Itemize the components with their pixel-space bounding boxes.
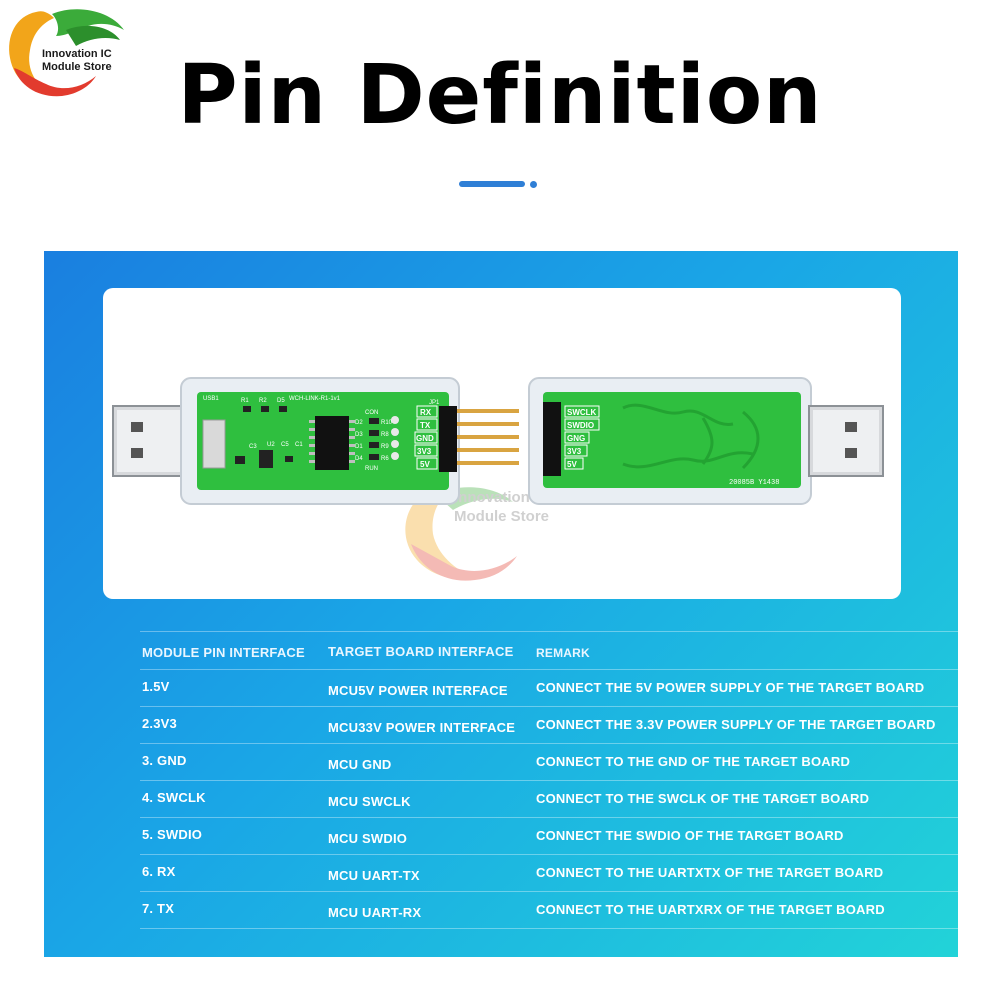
left-pin-tx-label: TX: [420, 421, 431, 430]
left-pin-rx-label: RX: [420, 408, 432, 417]
usb-plug-left: [112, 405, 190, 477]
product-photo-illustration: Innovation IC Module Store: [112, 377, 884, 581]
pin-table: MODULE PIN INTERFACE TARGET BOARD INTERF…: [44, 251, 960, 957]
silk-part-c1: C1: [295, 442, 303, 448]
title-accent-dot: [530, 181, 537, 188]
silk-jp-label: JP1: [429, 400, 440, 406]
row-7-remark: CONNECT TO THE UARTXRX OF THE TARGET BOA…: [536, 902, 885, 917]
store-logo: Innovation IC Module Store: [6, 6, 126, 98]
row-6-remark: CONNECT TO THE UARTXTX OF THE TARGET BOA…: [536, 865, 884, 880]
table-divider: [140, 631, 960, 632]
pin-definition-panel: Innovation IC Module Store: [44, 251, 960, 957]
row-1-pin: 1.5V: [142, 679, 170, 694]
silk-part-c5: C5: [281, 442, 289, 448]
silk-con-label: CON: [365, 410, 378, 416]
table-divider: [140, 854, 960, 855]
left-pin-3v3-label: 3V3: [417, 447, 432, 456]
row-7-pin: 7. TX: [142, 901, 175, 916]
page-title: Pin Definition: [177, 48, 823, 143]
pin-header: [439, 406, 519, 472]
left-pin-gnd-label: GND: [416, 434, 434, 443]
row-2-target: MCU33V POWER INTERFACE: [328, 720, 516, 735]
row-4-target: MCU SWCLK: [328, 794, 411, 809]
silk-run-label: RUN: [365, 466, 378, 472]
silk-usb-label: USB1: [203, 396, 219, 402]
row-6-pin: 6. RX: [142, 864, 176, 879]
row-1-target: MCU5V POWER INTERFACE: [328, 683, 508, 698]
table-divider: [140, 743, 960, 744]
store-logo-icon: [9, 9, 124, 97]
silk-res-r8: R8: [381, 432, 389, 438]
table-divider: [140, 669, 960, 670]
product-photo: Innovation IC Module Store: [103, 288, 901, 599]
watermark-line-1: Innovation IC: [454, 489, 549, 506]
row-5-pin: 5. SWDIO: [142, 827, 203, 842]
row-7-target: MCU UART-RX: [328, 905, 422, 920]
silk-led-d1: D1: [355, 444, 363, 450]
row-2-pin: 2.3V3: [142, 716, 177, 731]
silk-part-d5: D5: [277, 398, 285, 404]
row-1-remark: CONNECT THE 5V POWER SUPPLY OF THE TARGE…: [536, 680, 925, 695]
row-3-remark: CONNECT TO THE GND OF THE TARGET BOARD: [536, 754, 851, 769]
row-4-remark: CONNECT TO THE SWCLK OF THE TARGET BOARD: [536, 791, 870, 806]
right-board-code: 20085B Y1438: [729, 479, 779, 487]
target-adapter-module: SWCLK SWDIO GNG 3V3 5V 20085B Y1438: [528, 377, 884, 505]
table-divider: [140, 891, 960, 892]
silk-part-r2: R2: [259, 398, 267, 404]
header-remark: REMARK: [536, 646, 590, 660]
wch-link-module: WCH-LINK-R1-1v1 USB1 R1 R2 D5 C3 U2 C5 C…: [112, 377, 519, 505]
watermark-logo: Innovation IC Module Store: [405, 487, 549, 581]
right-pin-3v3-label: 3V3: [567, 447, 582, 456]
usb-plug-right: [808, 405, 884, 477]
silk-res-r6: R6: [381, 456, 389, 462]
row-3-pin: 3. GND: [142, 753, 187, 768]
silk-part-u2: U2: [267, 442, 275, 448]
right-pin-swclk-label: SWCLK: [567, 408, 597, 417]
right-pin-5v-label: 5V: [567, 460, 577, 469]
silk-res-r10: R10: [381, 420, 393, 426]
left-pin-5v-label: 5V: [420, 460, 430, 469]
silk-led-d4: D4: [355, 456, 363, 462]
silk-res-r9: R9: [381, 444, 389, 450]
silk-led-d2: D2: [355, 420, 363, 426]
table-divider: [140, 928, 960, 929]
table-divider: [140, 706, 960, 707]
watermark-line-2: Module Store: [454, 508, 549, 525]
silk-board-name: WCH-LINK-R1-1v1: [289, 396, 341, 402]
title-accent-bar: [459, 181, 525, 187]
right-pin-swdio-label: SWDIO: [567, 421, 594, 430]
row-4-pin: 4. SWCLK: [142, 790, 206, 805]
right-pin-gng-label: GNG: [567, 434, 585, 443]
row-3-target: MCU GND: [328, 757, 392, 772]
row-5-target: MCU SWDIO: [328, 831, 408, 846]
header-module-pin: MODULE PIN INTERFACE: [142, 645, 305, 660]
silk-led-d3: D3: [355, 432, 363, 438]
header-target-board: TARGET BOARD INTERFACE: [328, 644, 514, 659]
logo-line-2: Module Store: [42, 61, 112, 73]
row-5-remark: CONNECT THE SWDIO OF THE TARGET BOARD: [536, 828, 844, 843]
silk-part-r1: R1: [241, 398, 249, 404]
table-divider: [140, 780, 960, 781]
table-divider: [140, 817, 960, 818]
silk-part-c3: C3: [249, 444, 257, 450]
row-2-remark: CONNECT THE 3.3V POWER SUPPLY OF THE TAR…: [536, 717, 936, 732]
logo-line-1: Innovation IC: [42, 48, 112, 60]
row-6-target: MCU UART-TX: [328, 868, 420, 883]
